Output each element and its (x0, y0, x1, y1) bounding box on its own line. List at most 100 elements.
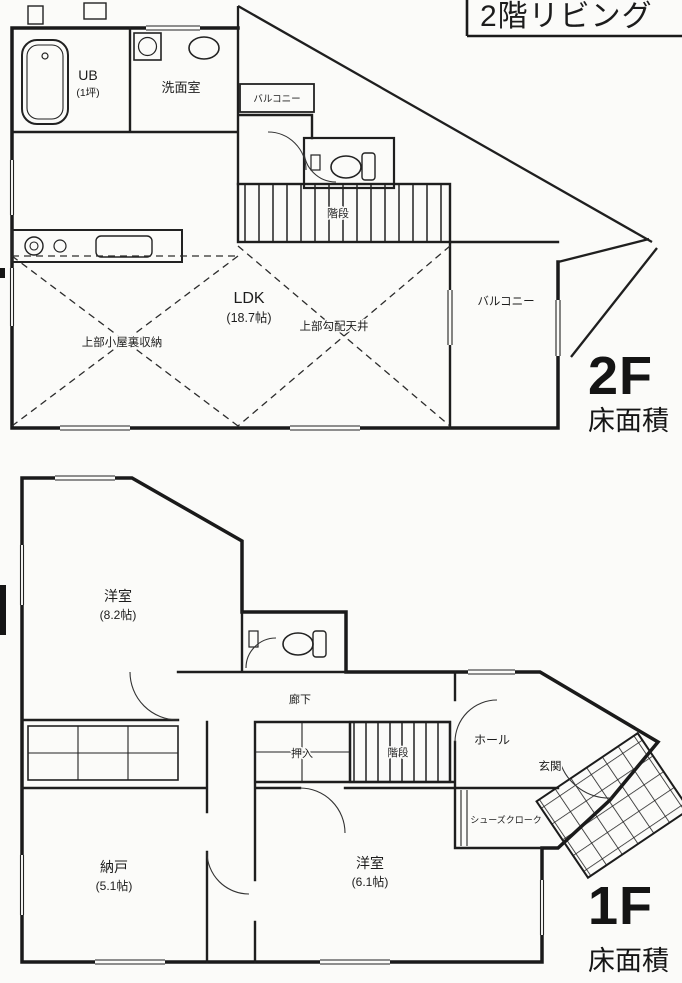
futon-closet-dividers (255, 722, 350, 782)
2f-outer-walls (10, 26, 560, 430)
2f-small-balcony: バルコニー (239, 83, 315, 113)
toilet-room-outline (302, 136, 396, 190)
small-balcony-outline (239, 83, 315, 113)
closet-dividers (28, 726, 178, 780)
2f-inner-walls (10, 26, 560, 430)
label-ub: UB (78, 67, 97, 83)
door-arc (299, 787, 346, 834)
window-gap (146, 24, 200, 32)
1f-windows (18, 474, 546, 966)
floor1-area-label: 床面積 (588, 946, 669, 976)
handwash-icon (310, 154, 321, 171)
toilet-icon (330, 155, 362, 179)
label-2f-stairs: 階段 (327, 206, 349, 220)
toilet-icon (282, 632, 314, 656)
kitchen-counter (11, 229, 183, 263)
floor1-big-label: 1F (588, 876, 653, 936)
label-ldk-size: (18.7帖) (226, 310, 271, 325)
2f-roof-fixtures (27, 2, 107, 25)
washbasin-icon (188, 36, 220, 60)
window-symbol (95, 958, 165, 966)
window-gap (18, 855, 26, 915)
1f-toilet-room (245, 630, 327, 669)
2f-door-arcs (267, 131, 337, 183)
window-gap (60, 424, 130, 432)
label-bedroom2: 洋室 (356, 855, 384, 871)
dashed-ceiling-lines (11, 245, 451, 427)
window-symbol (446, 290, 454, 345)
window-symbol (290, 424, 360, 432)
floor2-area-label: 床面積 (588, 406, 669, 436)
label-bedroom1-size: (8.2帖) (100, 607, 137, 622)
stairs-hatch (236, 182, 452, 244)
label-bedroom1: 洋室 (104, 588, 132, 604)
window-symbol (554, 300, 562, 356)
1f-closet-band (27, 725, 179, 781)
note-box-text: 2階リビング (480, 0, 653, 33)
bathtub-inner (26, 44, 64, 120)
window-symbol (320, 958, 390, 966)
window-gap (468, 668, 515, 676)
entrance-tile-grid (535, 731, 682, 880)
window-symbol (538, 880, 546, 935)
floor2-big-label: 2F (588, 346, 653, 406)
handwash-icon (248, 630, 259, 648)
faucet-icon (41, 52, 49, 60)
1f-futon-closet: 押入 (255, 722, 350, 782)
1f-inner-walls (20, 610, 560, 964)
window-gap (8, 160, 16, 215)
window-symbol (18, 855, 26, 915)
window-symbol (468, 668, 515, 676)
2f-kitchen (11, 229, 183, 263)
label-hall: ホール (474, 733, 510, 747)
door-arc (206, 851, 250, 895)
window-gap (290, 424, 360, 432)
label-ub-size: (1坪) (76, 86, 99, 99)
label-sloped-ceiling: 上部勾配天井 (300, 319, 369, 333)
window-symbol (55, 474, 115, 482)
entrance-tiles (535, 731, 682, 880)
bathtub-icon (21, 39, 69, 125)
window-gap (554, 300, 562, 356)
scan-mark (0, 585, 6, 635)
2f-windows (8, 24, 562, 432)
2f-washroom: 洗面室 (133, 32, 220, 95)
stairs-hatch (348, 720, 452, 784)
window-symbol (18, 545, 26, 605)
door-arc (129, 671, 179, 721)
stove-icon (24, 236, 44, 256)
stove-icon (53, 239, 67, 253)
vent-icon (27, 5, 44, 25)
window-gap (320, 958, 390, 966)
stove-icon-inner (29, 241, 39, 251)
door-arc (559, 761, 613, 799)
2f-stairs: 階段 (236, 182, 452, 244)
2f-toilet-room (302, 136, 396, 190)
note-box-border (465, 0, 682, 38)
floor-2f-plan: UB (1坪) 洗面室 バルコニー 階 (8, 2, 669, 436)
window-gap (18, 545, 26, 605)
vent-icon (83, 2, 107, 20)
1f-stairs: 階段 (348, 720, 452, 784)
2f-bathroom: UB (1坪) (21, 39, 100, 125)
label-bedroom2-size: (6.1帖) (352, 874, 389, 889)
label-washroom: 洗面室 (161, 80, 200, 95)
window-gap (538, 880, 546, 935)
window-gap (95, 958, 165, 966)
washing-machine-icon (133, 32, 162, 61)
scan-artifacts (0, 268, 6, 635)
shoe-shelf-lines (460, 790, 468, 846)
1f-door-arcs (129, 671, 613, 895)
note-box: 2階リビング (465, 0, 682, 38)
label-storage-room: 納戸 (100, 859, 128, 875)
door-arc (245, 637, 277, 669)
toilet-tank (361, 152, 376, 181)
sink-icon (95, 235, 153, 258)
2f-roofline (236, 5, 658, 358)
window-symbol (8, 160, 16, 215)
label-storage-room-size: (5.1帖) (96, 878, 133, 893)
label-1f-stairs: 階段 (388, 746, 409, 759)
floor-1f-plan: 押入 階段 洋室 (8.2帖) 廊下 ホール 玄関 シューズクローク 納戸 (5… (18, 474, 682, 976)
1f-outer-walls (20, 476, 661, 964)
